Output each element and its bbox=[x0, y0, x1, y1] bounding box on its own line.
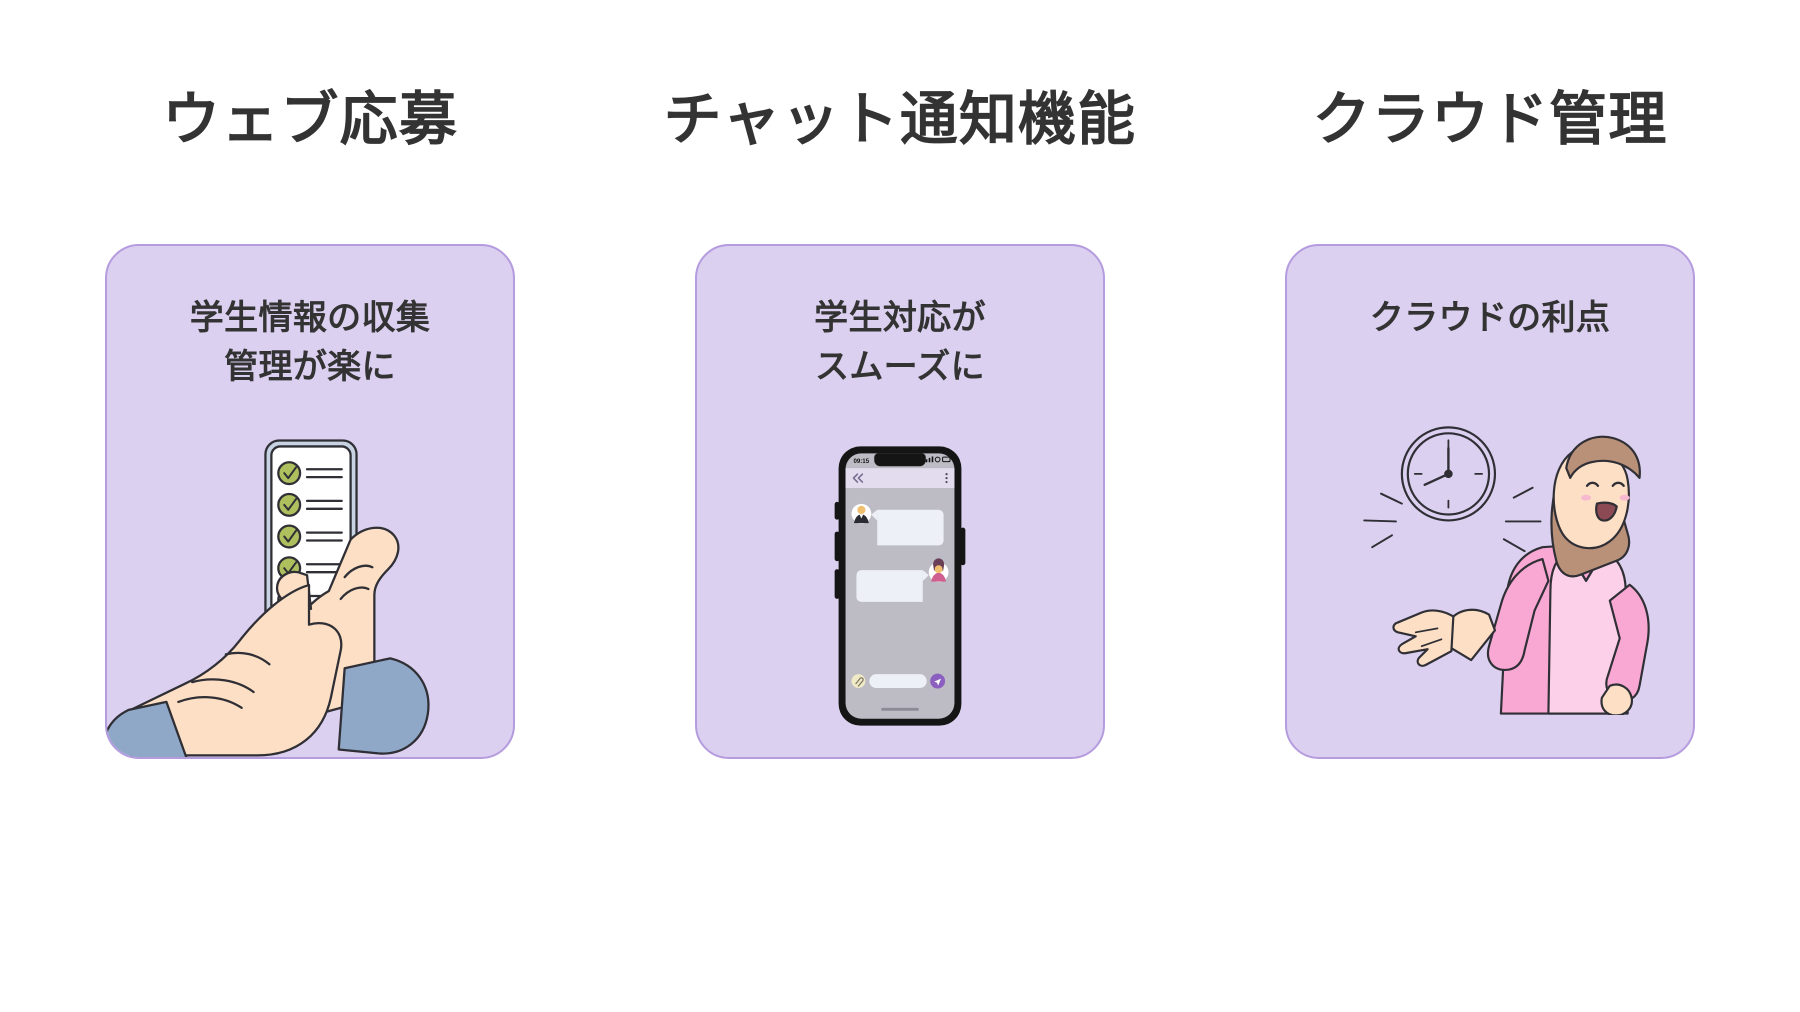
hands-holding-phone-with-checklist-illustration bbox=[107, 439, 430, 757]
kebab-menu-icon bbox=[945, 472, 948, 483]
feature-card-3[interactable]: クラウドの利点 bbox=[1285, 243, 1695, 759]
paperclip-icon bbox=[855, 677, 864, 687]
mouth bbox=[1595, 501, 1618, 522]
column-heading-1: ウェブ応募 bbox=[162, 87, 458, 152]
status-time: 09:15 bbox=[853, 458, 869, 465]
chat-bubble-outgoing bbox=[856, 569, 923, 602]
card-title-1: 学生情報の収集 管理が楽に bbox=[189, 298, 431, 387]
smartphone-chat-illustration: 09:15 bbox=[834, 446, 966, 726]
message-input-field bbox=[869, 673, 927, 688]
signal-icon bbox=[925, 456, 934, 463]
column-heading-3: クラウド管理 bbox=[1312, 87, 1668, 152]
avatar-outgoing bbox=[928, 558, 949, 582]
woman-with-clock-illustration bbox=[1363, 426, 1650, 715]
back-chevron-icon bbox=[852, 473, 864, 483]
send-icon bbox=[934, 678, 942, 686]
battery-icon bbox=[942, 456, 951, 462]
wifi-icon bbox=[934, 456, 941, 463]
feature-card-1[interactable]: 学生情報の収集 管理が楽に bbox=[105, 243, 515, 759]
eye-right bbox=[1611, 481, 1625, 487]
chat-input-bar bbox=[851, 673, 946, 689]
clock-icon bbox=[1400, 426, 1497, 522]
card-title-3: クラウドの利点 bbox=[1369, 298, 1611, 337]
feature-column-web-application: ウェブ応募 学生情報の収集 管理が楽に bbox=[70, 0, 550, 1012]
column-heading-2: チャット通知機能 bbox=[663, 87, 1137, 152]
feature-column-cloud-management: クラウド管理 クラウドの利点 bbox=[1250, 0, 1730, 1012]
hair-front bbox=[1565, 435, 1641, 479]
chat-bubble-incoming bbox=[877, 509, 944, 546]
card-title-2: 学生対応が スムーズに bbox=[814, 298, 986, 387]
avatar-incoming bbox=[851, 503, 872, 524]
feature-column-chat-notification: チャット通知機能 学生対応が スムーズに 09:15 bbox=[660, 0, 1140, 1012]
eye-left bbox=[1585, 481, 1600, 487]
feature-card-2[interactable]: 学生対応が スムーズに 09:15 bbox=[695, 243, 1105, 759]
home-indicator bbox=[881, 707, 919, 711]
